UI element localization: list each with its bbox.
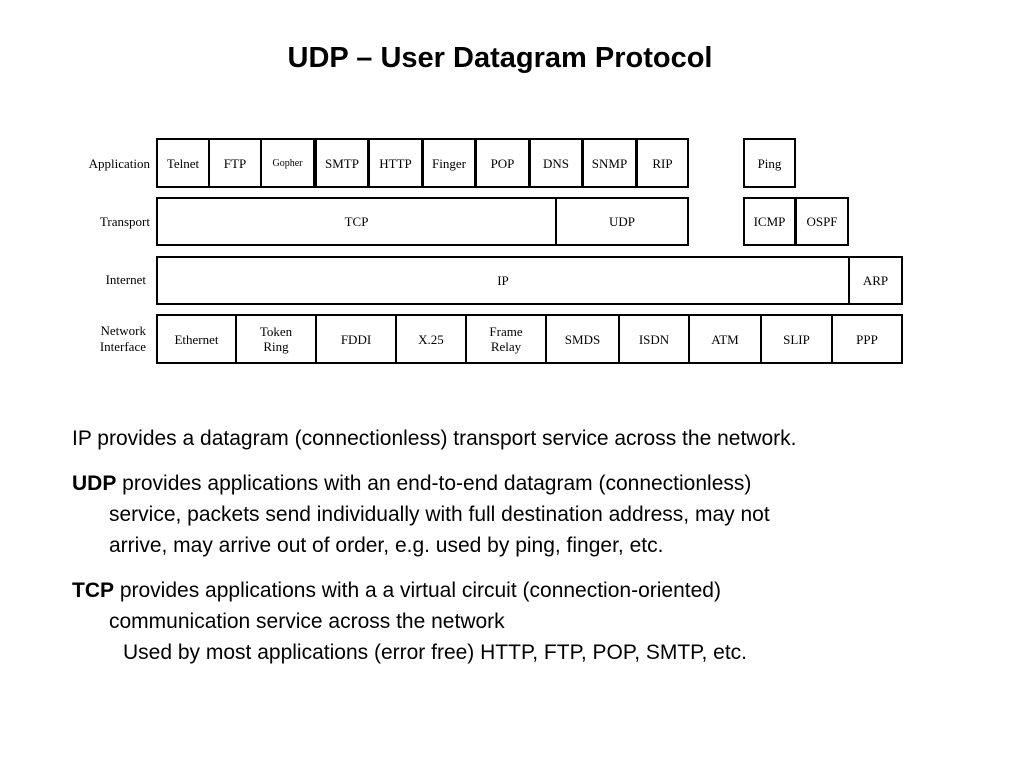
net-box-frame-relay-line2: Relay bbox=[490, 339, 522, 354]
udp-term: UDP bbox=[72, 472, 117, 495]
app-box-ftp: FTP bbox=[208, 138, 262, 188]
app-box-ping: Ping bbox=[743, 138, 796, 188]
net-box-token-ring-line2: Ring bbox=[263, 339, 289, 354]
net-box-fddi: FDDI bbox=[315, 314, 397, 364]
layer-label-transport: Transport bbox=[99, 214, 150, 229]
net-box-x25-label: X.25 bbox=[418, 331, 444, 347]
protocol-stack-diagram: Application Transport Internet Network I… bbox=[0, 138, 903, 364]
paragraph-udp-line3: arrive, may arrive out of order, e.g. us… bbox=[109, 534, 664, 557]
paragraph-tcp: TCP provides applications with a a virtu… bbox=[72, 575, 972, 668]
layer-label-application: Application bbox=[88, 156, 150, 171]
tcp-term: TCP bbox=[72, 579, 114, 602]
net-box-fddi-label: FDDI bbox=[340, 331, 372, 347]
paragraph-ip-line: IP provides a datagram (connectionless) … bbox=[72, 427, 797, 450]
net-box-smds: SMDS bbox=[545, 314, 620, 364]
net-box-atm: ATM bbox=[688, 314, 762, 364]
paragraph-tcp-line3: Used by most applications (error free) H… bbox=[123, 641, 748, 664]
paragraph-ip: IP provides a datagram (connectionless) … bbox=[72, 423, 972, 454]
net-box-smds-label: SMDS bbox=[564, 331, 601, 347]
net-box-ethernet-label: Ethernet bbox=[174, 331, 219, 347]
net-box-isdn-label: ISDN bbox=[638, 331, 670, 347]
app-box-rip: RIP bbox=[636, 138, 689, 188]
layer-label-network-line1: Network bbox=[100, 323, 147, 338]
layer-label-network-interface: Network Interface bbox=[0, 323, 146, 355]
net-box-ethernet: Ethernet bbox=[156, 314, 237, 364]
transport-box-ospf: OSPF bbox=[795, 197, 849, 246]
net-box-isdn: ISDN bbox=[618, 314, 690, 364]
paragraph-udp: UDP provides applications with an end-to… bbox=[72, 468, 972, 561]
net-box-atm-label: ATM bbox=[711, 331, 739, 347]
transport-box-udp: UDP bbox=[555, 197, 689, 246]
transport-box-icmp: ICMP bbox=[743, 197, 796, 246]
app-box-gopher: Gopher bbox=[260, 138, 315, 188]
slide-title: UDP – User Datagram Protocol bbox=[287, 42, 713, 74]
paragraph-tcp-line1-text: provides applications with a a virtual c… bbox=[114, 579, 721, 602]
app-box-snmp: SNMP bbox=[582, 138, 637, 188]
paragraph-tcp-line1: TCP provides applications with a a virtu… bbox=[72, 575, 972, 606]
layer-label-internet: Internet bbox=[105, 272, 146, 287]
net-box-x25: X.25 bbox=[395, 314, 467, 364]
app-box-pop: POP bbox=[475, 138, 530, 188]
paragraph-udp-line2: service, packets send individually with … bbox=[109, 503, 770, 526]
app-box-telnet: Telnet bbox=[156, 138, 210, 188]
net-box-ppp: PPP bbox=[831, 314, 903, 364]
net-box-token-ring-line1: Token bbox=[259, 324, 293, 339]
internet-box-ip: IP bbox=[156, 256, 850, 305]
paragraph-udp-line1-text: provides applications with an end-to-end… bbox=[116, 472, 752, 495]
net-box-slip: SLIP bbox=[760, 314, 833, 364]
paragraph-tcp-line2: communication service across the network bbox=[109, 610, 505, 633]
layer-label-network-line2: Interface bbox=[99, 339, 146, 354]
app-box-smtp: SMTP bbox=[315, 138, 369, 188]
net-box-frame-relay-line1: Frame bbox=[489, 324, 523, 339]
paragraph-udp-line1: UDP provides applications with an end-to… bbox=[72, 468, 972, 499]
transport-box-tcp: TCP bbox=[156, 197, 557, 246]
app-box-dns: DNS bbox=[529, 138, 583, 188]
internet-box-arp: ARP bbox=[848, 256, 903, 305]
app-box-http: HTTP bbox=[368, 138, 423, 188]
app-box-finger: Finger bbox=[422, 138, 476, 188]
net-box-ppp-label: PPP bbox=[856, 331, 878, 347]
net-box-slip-label: SLIP bbox=[783, 331, 810, 347]
